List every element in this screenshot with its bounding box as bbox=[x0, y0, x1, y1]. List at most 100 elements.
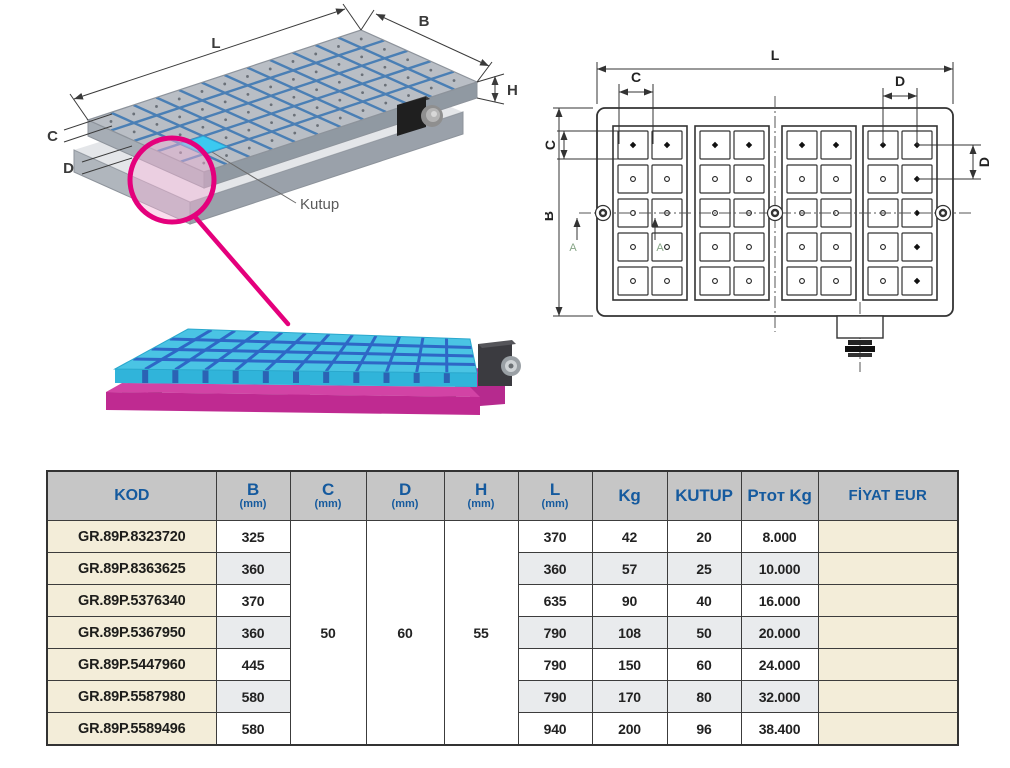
tech-dim-d-top bbox=[882, 88, 918, 145]
cell-ptot: 38.400 bbox=[740, 712, 819, 746]
col-header-l: L(mm) bbox=[517, 470, 593, 521]
kutup-callout-label: Kutup bbox=[300, 196, 339, 213]
cell-kod: GR.89P.5587980 bbox=[46, 680, 217, 713]
col-header-c: C(mm) bbox=[289, 470, 367, 521]
tech-dim-c-left-label: C bbox=[545, 140, 558, 150]
col-header-kutup: KUTUP bbox=[666, 470, 742, 521]
cell-b: 580 bbox=[215, 680, 291, 713]
section-arrows: A A bbox=[569, 218, 664, 254]
cell-l: 360 bbox=[517, 552, 593, 585]
cell-l: 635 bbox=[517, 584, 593, 617]
cell-kutup: 25 bbox=[666, 552, 742, 585]
cell-l: 940 bbox=[517, 712, 593, 746]
magnifier-circle bbox=[127, 135, 217, 225]
col-header-d: D(mm) bbox=[365, 470, 445, 521]
cell-ptot: 8.000 bbox=[740, 520, 819, 553]
iso-connector-block bbox=[397, 96, 443, 136]
col-header-ptot: Pᴛᴏᴛ Kg bbox=[740, 470, 819, 521]
cell-kod: GR.89P.8363625 bbox=[46, 552, 217, 585]
iso-dim-b bbox=[360, 9, 493, 83]
cell-h-merged: 55 bbox=[443, 520, 519, 746]
product-render bbox=[106, 328, 521, 415]
technical-drawing: L B C D C bbox=[545, 47, 992, 372]
tech-dim-b-label: B bbox=[545, 211, 556, 221]
cell-fiyat bbox=[817, 552, 959, 585]
col-header-kod: KOD bbox=[46, 470, 217, 521]
cell-kg: 150 bbox=[591, 648, 668, 681]
cell-fiyat bbox=[817, 520, 959, 553]
cell-fiyat bbox=[817, 680, 959, 713]
magnifier-connector-line bbox=[193, 215, 291, 327]
tech-dim-d-top-label: D bbox=[895, 73, 905, 89]
cell-kod: GR.89P.8323720 bbox=[46, 520, 217, 553]
iso-dim-c bbox=[63, 113, 113, 143]
centerline-bolts bbox=[594, 204, 952, 222]
iso-dim-h bbox=[476, 73, 505, 105]
col-header-h: H(mm) bbox=[443, 470, 519, 521]
spec-table: KOD B(mm) C(mm) D(mm) H(mm) L(mm) Kg KUT… bbox=[46, 470, 959, 746]
cell-ptot: 16.000 bbox=[740, 584, 819, 617]
cell-kutup: 96 bbox=[666, 712, 742, 746]
render-pole-grid bbox=[133, 329, 476, 373]
cell-kg: 90 bbox=[591, 584, 668, 617]
section-a2-label: A bbox=[656, 242, 664, 254]
cell-b: 360 bbox=[215, 616, 291, 649]
cell-fiyat bbox=[817, 584, 959, 617]
cell-c-merged: 50 bbox=[289, 520, 367, 746]
cell-l: 370 bbox=[517, 520, 593, 553]
cell-kod: GR.89P.5589496 bbox=[46, 712, 217, 746]
iso-dim-b-label: B bbox=[419, 13, 430, 30]
iso-dim-l-label: L bbox=[211, 35, 220, 52]
cell-ptot: 10.000 bbox=[740, 552, 819, 585]
tech-dim-d-right-label: D bbox=[976, 157, 992, 167]
iso-dim-l bbox=[69, 3, 362, 121]
cell-kod: GR.89P.5376340 bbox=[46, 584, 217, 617]
cell-kg: 170 bbox=[591, 680, 668, 713]
cell-b: 370 bbox=[215, 584, 291, 617]
render-front-slots bbox=[142, 370, 450, 383]
cell-kg: 42 bbox=[591, 520, 668, 553]
tech-dim-l-label: L bbox=[771, 47, 780, 63]
iso-dim-d-label: D bbox=[63, 160, 74, 177]
cell-l: 790 bbox=[517, 648, 593, 681]
tech-dim-d-right bbox=[917, 144, 981, 180]
isometric-illustration: L B H C D Kutup bbox=[47, 3, 521, 415]
tech-dim-l bbox=[596, 62, 954, 104]
cell-kutup: 50 bbox=[666, 616, 742, 649]
cell-b: 580 bbox=[215, 712, 291, 746]
iso-dim-c-label: C bbox=[47, 128, 58, 145]
cell-ptot: 24.000 bbox=[740, 648, 819, 681]
cell-ptot: 32.000 bbox=[740, 680, 819, 713]
cell-kg: 200 bbox=[591, 712, 668, 746]
cell-b: 445 bbox=[215, 648, 291, 681]
cell-kutup: 40 bbox=[666, 584, 742, 617]
cell-kutup: 60 bbox=[666, 648, 742, 681]
cell-kod: GR.89P.5447960 bbox=[46, 648, 217, 681]
cell-d-merged: 60 bbox=[365, 520, 445, 746]
cell-fiyat bbox=[817, 712, 959, 746]
tech-dim-b bbox=[553, 107, 593, 317]
cell-kutup: 20 bbox=[666, 520, 742, 553]
tech-dim-c-top bbox=[618, 84, 654, 144]
cell-kg: 108 bbox=[591, 616, 668, 649]
cell-kg: 57 bbox=[591, 552, 668, 585]
tech-connector bbox=[836, 315, 884, 357]
tech-dim-c-left bbox=[557, 130, 648, 160]
cell-fiyat bbox=[817, 648, 959, 681]
section-a1-label: A bbox=[569, 242, 577, 254]
cell-fiyat bbox=[817, 616, 959, 649]
kutup-leader-line bbox=[211, 151, 297, 204]
header-row: KOD B(mm) C(mm) D(mm) H(mm) L(mm) Kg KUT… bbox=[46, 470, 959, 521]
cell-b: 325 bbox=[215, 520, 291, 553]
iso-dim-h-label: H bbox=[507, 82, 518, 99]
col-header-kg: Kg bbox=[591, 470, 668, 521]
iso-dim-d bbox=[81, 145, 133, 175]
